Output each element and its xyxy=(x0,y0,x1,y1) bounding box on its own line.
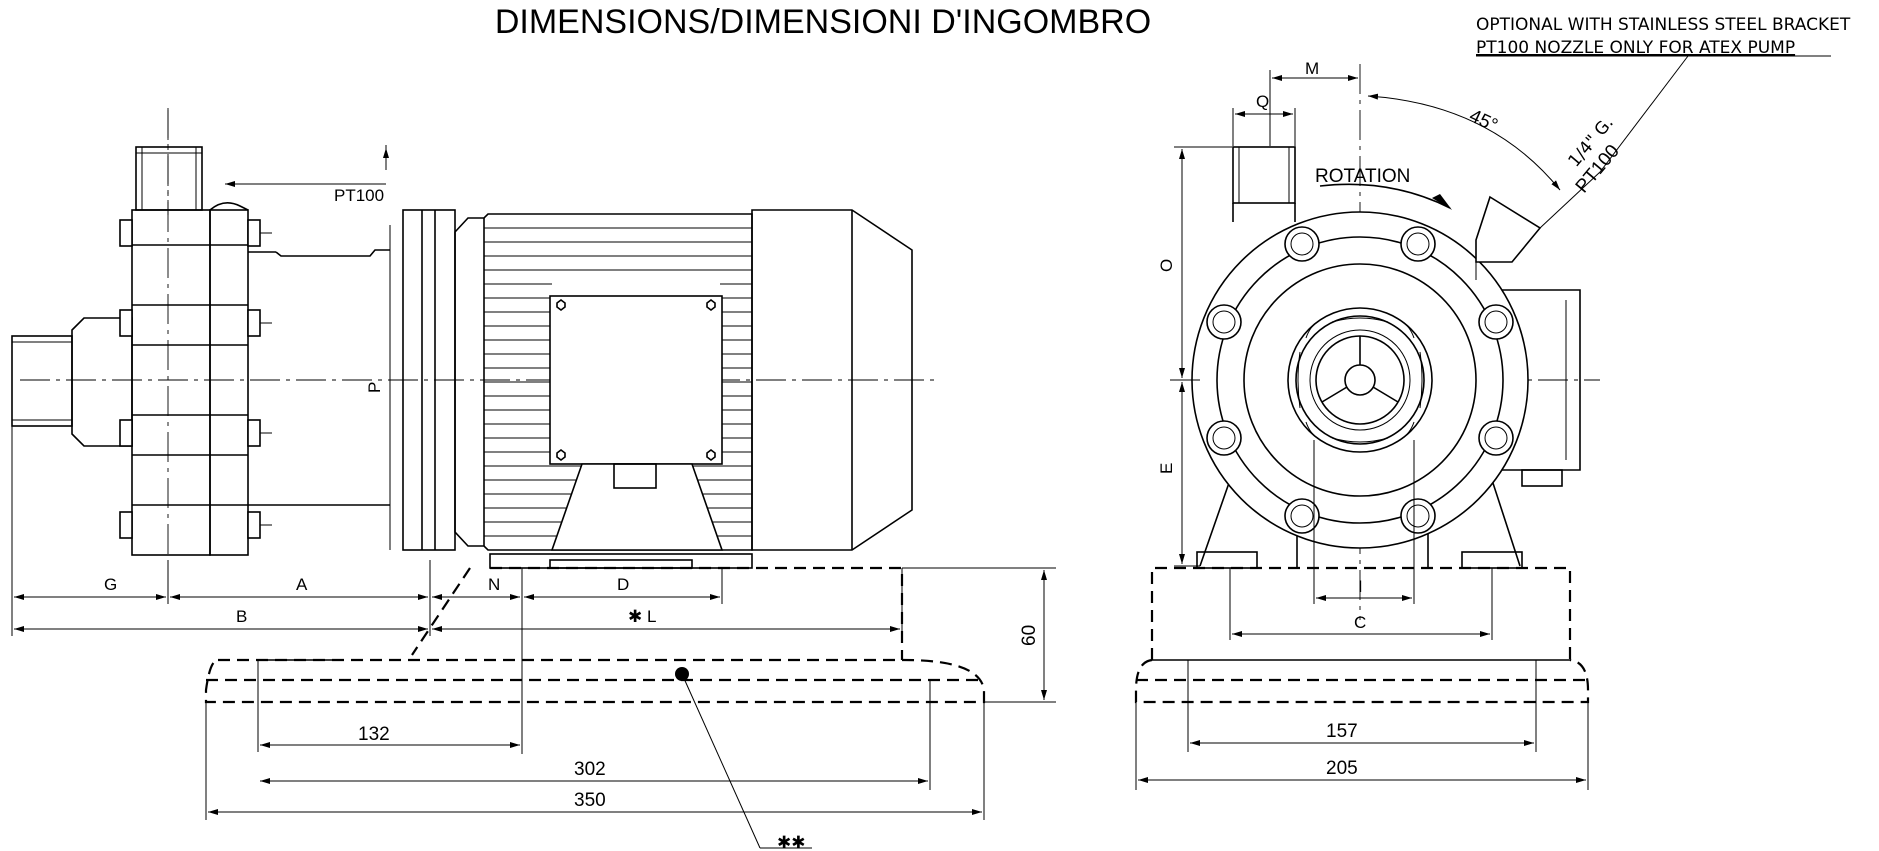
dim-132: 132 xyxy=(358,724,390,745)
motor-body xyxy=(454,209,913,551)
side-dimensions: G A N D B ✱ L 60 132 302 xyxy=(11,426,1056,820)
dim-label-g: G xyxy=(104,575,117,594)
outlet-port xyxy=(135,108,203,215)
inlet-port xyxy=(11,317,133,447)
dim-label-m: M xyxy=(1305,59,1319,78)
dim-label-a: A xyxy=(296,575,308,594)
dim-label-n: N xyxy=(488,575,500,594)
pt100-side-label: PT100 xyxy=(334,186,384,205)
dim-350: 350 xyxy=(574,790,606,811)
dim-label-d: D xyxy=(617,575,629,594)
pump-casing xyxy=(119,202,272,556)
dim-205: 205 xyxy=(1326,758,1358,779)
dim-label-l: ✱ L xyxy=(628,607,656,626)
dim-157: 157 xyxy=(1326,721,1358,742)
pt100-nozzle xyxy=(1475,171,1601,280)
front-view: ROTATION 45° 1/4" G. PT100 M Q O E xyxy=(1134,55,1689,790)
dim-label-b: B xyxy=(236,607,247,626)
dim-label-q: Q xyxy=(1256,92,1269,111)
drawing-title: DIMENSIONS/DIMENSIONI D'INGOMBRO xyxy=(495,3,1151,41)
rotation-label: ROTATION xyxy=(1315,166,1410,187)
double-star-note: ✱✱ xyxy=(777,833,806,851)
front-bolts xyxy=(1206,226,1514,534)
dim-label-p: P xyxy=(365,382,384,393)
note-bracket: OPTIONAL WITH STAINLESS STEEL BRACKET xyxy=(1476,15,1851,35)
note-pt100-nozzle: PT100 NOZZLE ONLY FOR ATEX PUMP xyxy=(1476,38,1795,58)
angle-label: 45° xyxy=(1466,105,1501,136)
dim-60: 60 xyxy=(1019,625,1040,646)
dim-label-c: C xyxy=(1354,613,1366,632)
dim-302: 302 xyxy=(574,759,606,780)
dim-label-e: E xyxy=(1157,463,1176,474)
side-view: PT100 P xyxy=(11,108,1056,851)
dim-label-o: O xyxy=(1157,259,1176,272)
dim-label-i: I xyxy=(1358,577,1363,596)
